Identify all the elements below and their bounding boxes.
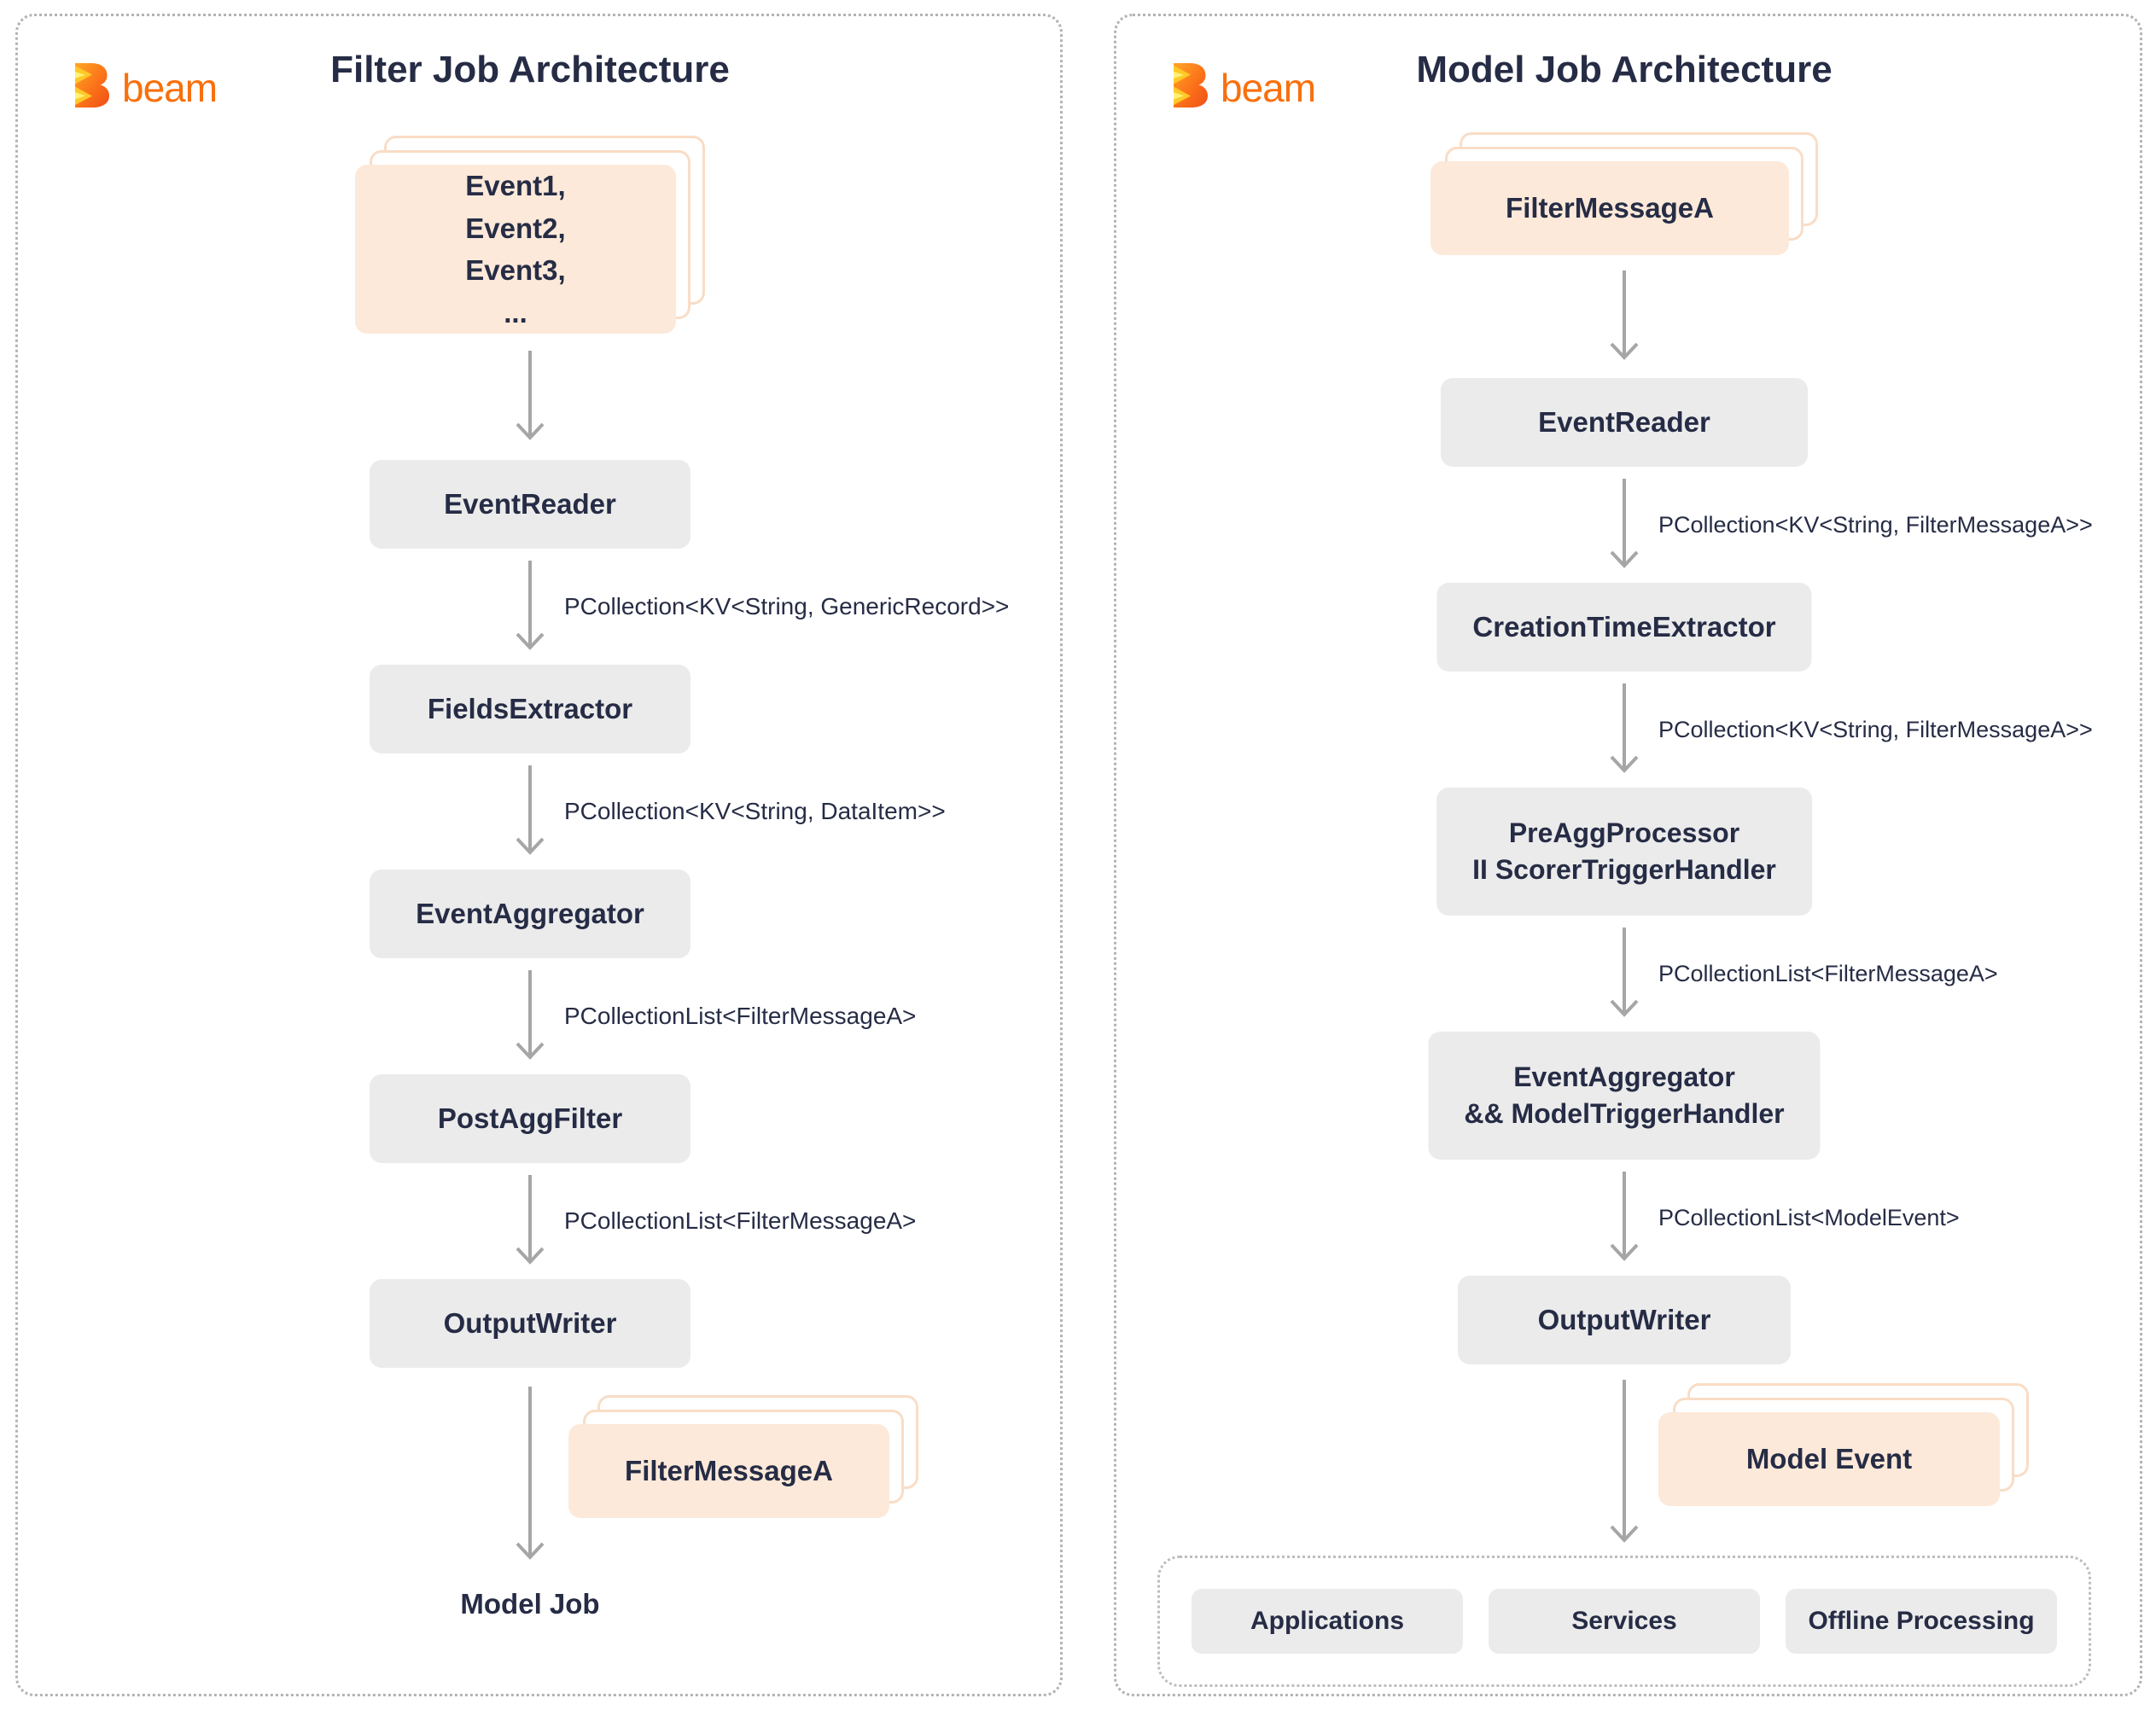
- node-event-reader: EventReader: [1441, 378, 1808, 467]
- output-model-event-stack: Model Event: [1658, 1383, 2029, 1506]
- sink-label: Model Job: [460, 1588, 600, 1620]
- node-event-aggregator: EventAggregator: [370, 870, 691, 958]
- arrow-down-icon: [1605, 1378, 1643, 1551]
- node-event-aggregator-model-trigger: EventAggregator && ModelTriggerHandler: [1428, 1032, 1821, 1160]
- edge-label: PCollection<KV<String, GenericRecord>>: [564, 593, 1010, 619]
- consumer-applications: Applications: [1192, 1589, 1463, 1654]
- output-model-event-card: Model Event: [1658, 1412, 2000, 1506]
- arrow-down-icon: [1605, 269, 1643, 369]
- arrow-down-icon: [511, 1385, 549, 1568]
- output-message-stack: FilterMessageA: [568, 1395, 918, 1518]
- node-event-reader: EventReader: [370, 460, 691, 549]
- model-job-panel: beam Model Job Architecture FilterMessag…: [1114, 14, 2142, 1696]
- arrow-down-icon: [1605, 1170, 1643, 1270]
- beam-logo-wordmark: beam: [122, 65, 218, 110]
- arrow-down-icon: [511, 1173, 549, 1273]
- beam-logo-icon: [67, 62, 110, 113]
- arrow-down-icon: [1605, 682, 1643, 782]
- consumer-offline-processing: Offline Processing: [1786, 1589, 2057, 1654]
- arrow-down-icon: [511, 968, 549, 1068]
- node-output-writer: OutputWriter: [370, 1279, 691, 1368]
- edge-label: PCollectionList<FilterMessageA>: [564, 1003, 917, 1029]
- edge-label: PCollectionList<FilterMessageA>: [564, 1207, 917, 1234]
- consumer-services: Services: [1489, 1589, 1760, 1654]
- source-events-card: Event1, Event2, Event3, ...: [355, 165, 676, 334]
- edge-label: PCollection<KV<String, DataItem>>: [564, 798, 946, 824]
- edge-label: PCollection<KV<String, FilterMessageA>>: [1658, 717, 2093, 742]
- node-creation-time-extractor: CreationTimeExtractor: [1436, 583, 1812, 672]
- edge-label: PCollectionList<FilterMessageA>: [1658, 961, 1998, 986]
- beam-logo: beam: [1166, 62, 1316, 113]
- source-message-card: FilterMessageA: [1431, 161, 1789, 255]
- node-fields-extractor: FieldsExtractor: [370, 665, 691, 753]
- page-title: Filter Job Architecture: [330, 49, 730, 90]
- consumers-container: Applications Services Offline Processing: [1157, 1556, 2091, 1687]
- beam-logo-wordmark: beam: [1221, 65, 1316, 110]
- source-message-stack: FilterMessageA: [1431, 132, 1818, 255]
- page-title: Model Job Architecture: [1416, 49, 1833, 90]
- filter-job-panel: beam Filter Job Architecture Event1, Eve…: [15, 14, 1063, 1696]
- source-events-stack: Event1, Event2, Event3, ...: [355, 136, 705, 334]
- arrow-down-icon: [1605, 926, 1643, 1026]
- beam-logo: beam: [67, 62, 218, 113]
- node-output-writer: OutputWriter: [1458, 1276, 1791, 1364]
- edge-label: PCollectionList<ModelEvent>: [1658, 1205, 1960, 1230]
- arrow-down-icon: [511, 559, 549, 659]
- arrow-down-icon: [511, 349, 549, 449]
- beam-logo-icon: [1166, 62, 1209, 113]
- edge-label: PCollection<KV<String, FilterMessageA>>: [1658, 512, 2093, 538]
- node-post-agg-filter: PostAggFilter: [370, 1074, 691, 1163]
- node-pre-agg-processor: PreAggProcessor II ScorerTriggerHandler: [1436, 788, 1812, 916]
- arrow-down-icon: [511, 764, 549, 864]
- output-message-card: FilterMessageA: [568, 1424, 889, 1518]
- arrow-down-icon: [1605, 477, 1643, 577]
